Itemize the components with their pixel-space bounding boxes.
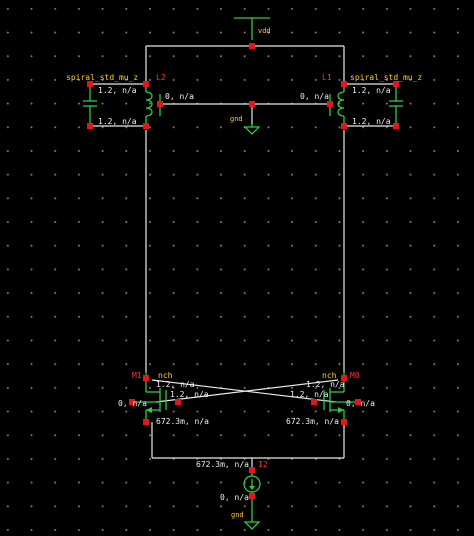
l2-model-label: spiral_std_mu_z: [66, 73, 138, 82]
l1-bottom-value: 1.2, n/a: [352, 117, 391, 126]
m1-instance-label: M1: [132, 371, 142, 380]
m0-model-label: nch: [322, 371, 337, 380]
l1-mid-value: 0, n/a: [300, 92, 329, 101]
l2-bottom-value: 1.2, n/a: [98, 117, 137, 126]
m0-drain-value: 1.2, n/a: [306, 380, 345, 389]
current-source-i2[interactable]: [243, 470, 261, 512]
i2-bottom-value: 0, n/a: [220, 493, 249, 502]
l2-mid-value: 0, n/a: [165, 92, 194, 101]
gnd-label-top: gnd: [230, 115, 243, 123]
m1-gate-value: 1.2, n/a: [170, 390, 209, 399]
m1-model-label: nch: [158, 371, 173, 380]
m1-source-value: 672.3m, n/a: [156, 417, 209, 426]
vdd-symbol[interactable]: [234, 17, 270, 40]
vdd-label: vdd: [258, 27, 271, 35]
m0-bulk-value: 0, n/a: [346, 399, 375, 408]
m0-gate-value: 1.2, n/a: [290, 390, 329, 399]
gnd-label-bottom: gnd: [231, 511, 244, 519]
capacitor-left[interactable]: [83, 84, 97, 126]
m1-bulk-value: 0, n/a: [118, 399, 147, 408]
l2-top-value: 1.2, n/a: [98, 86, 137, 95]
l1-top-value: 1.2, n/a: [352, 86, 391, 95]
m0-source-value: 672.3m, n/a: [286, 417, 339, 426]
m1-drain-value: 1.2, n/a: [156, 380, 195, 389]
l2-instance-label: L2: [156, 73, 166, 82]
l1-instance-label: L1: [322, 73, 332, 82]
wires: [90, 45, 396, 470]
capacitor-right[interactable]: [389, 84, 403, 126]
transistor-m0[interactable]: [323, 372, 358, 422]
m0-instance-label: M0: [350, 371, 360, 380]
i2-instance-label: I2: [258, 460, 268, 469]
l1-model-label: spiral_std_mu_z: [350, 73, 422, 82]
gnd-symbol-bottom[interactable]: [243, 512, 261, 530]
net-nodes[interactable]: [87, 43, 399, 499]
i2-top-value: 672.3m, n/a: [196, 460, 249, 469]
gnd-symbol-top[interactable]: [243, 124, 261, 135]
